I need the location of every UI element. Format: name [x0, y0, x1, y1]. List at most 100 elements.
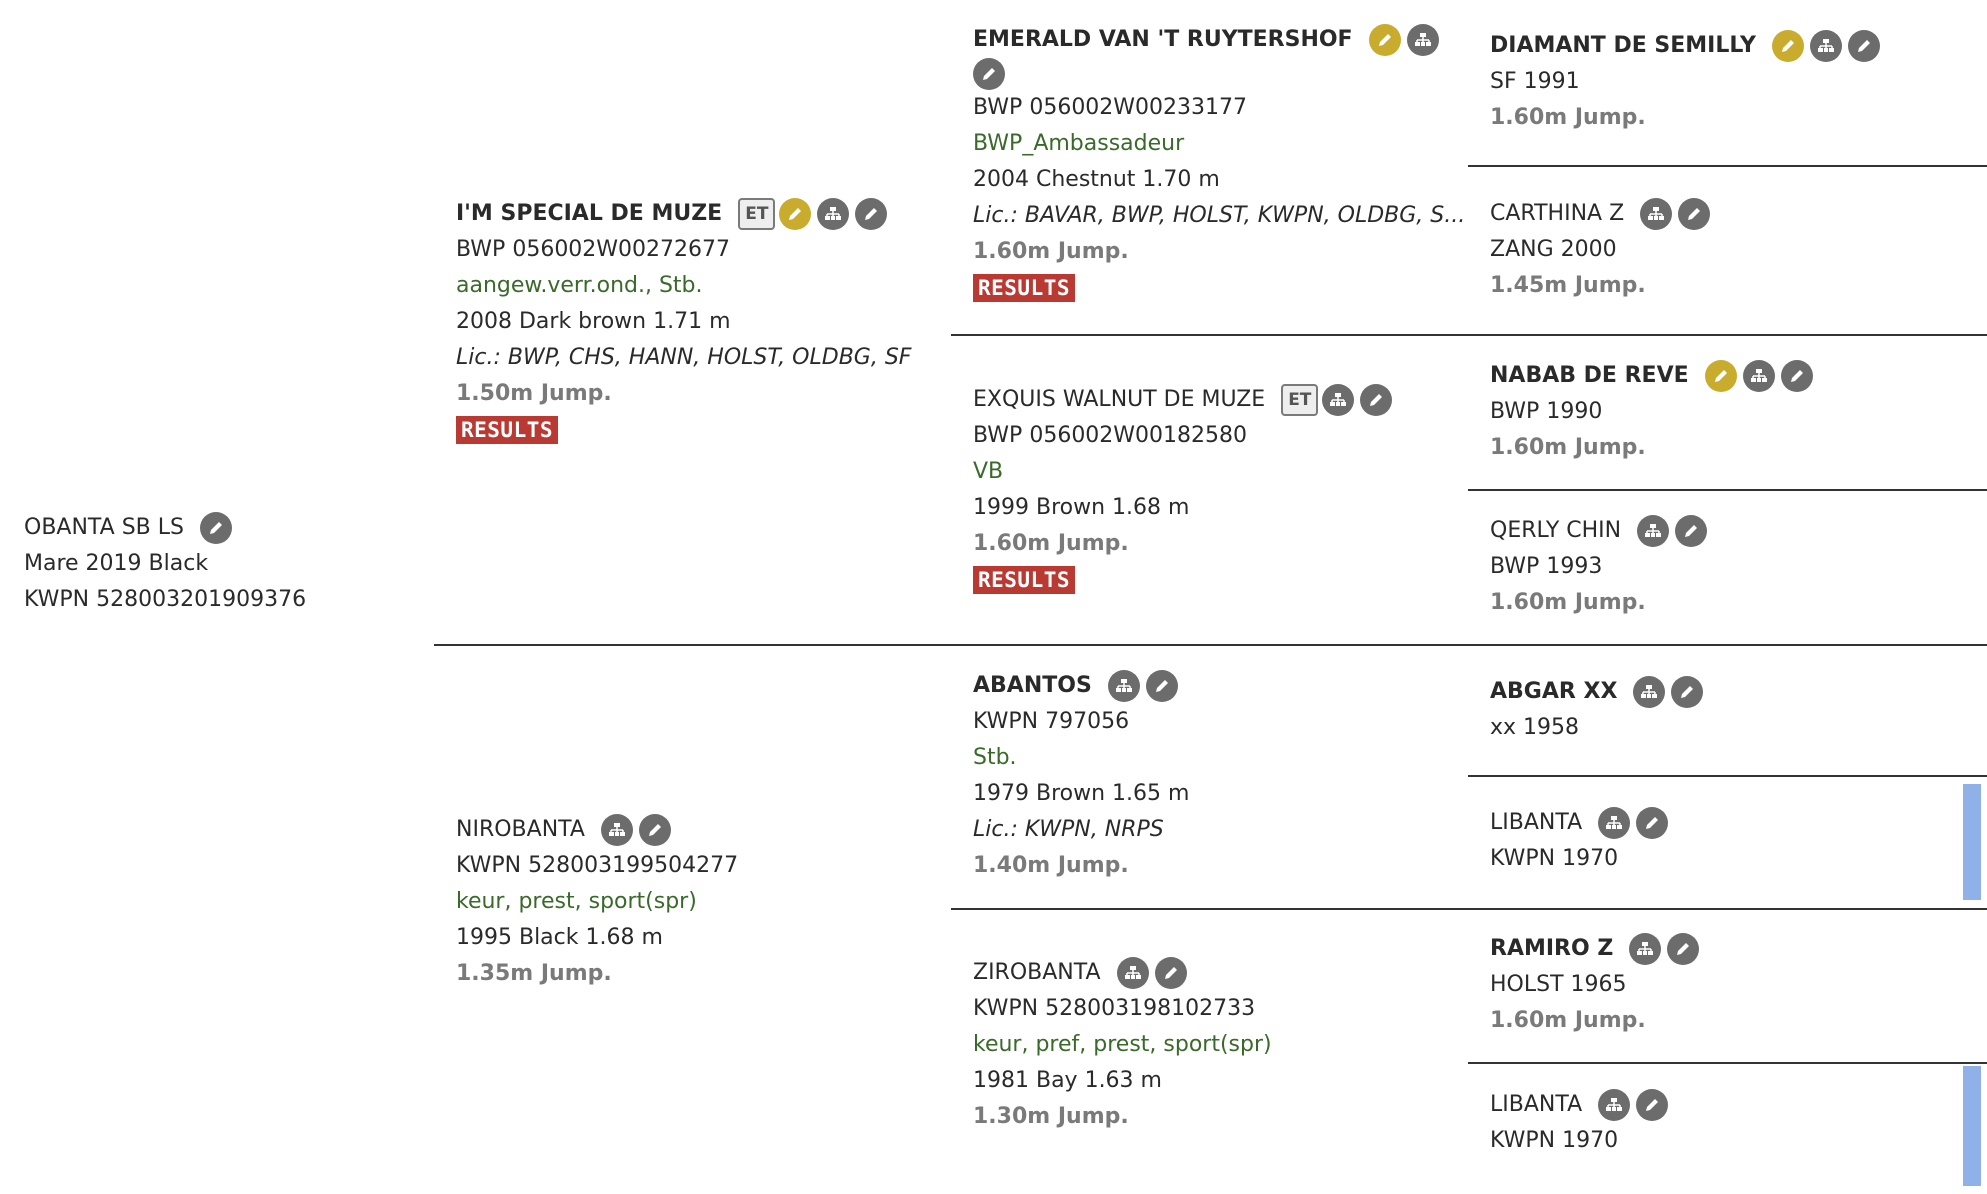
registration: KWPN 797056	[973, 709, 1130, 734]
pedigree-icon[interactable]	[1629, 933, 1662, 965]
pencil-icon[interactable]	[1145, 670, 1178, 702]
subject-horse: OBANTA SB LS Mare 2019 Black KWPN 528003…	[24, 510, 306, 618]
name-row: EXQUIS WALNUT DE MUZE ET	[973, 382, 1398, 418]
horse-name[interactable]: LIBANTA	[1490, 1092, 1583, 1117]
pencil-icon[interactable]	[1636, 807, 1669, 839]
pencil-icon[interactable]	[1847, 30, 1880, 62]
predicates: BWP_Ambassadeur	[973, 131, 1185, 156]
subject-description: Mare 2019 Black	[24, 551, 209, 576]
horse-info: HOLST 1965	[1490, 972, 1627, 997]
divider-dam-parents	[951, 908, 1987, 910]
key-icon[interactable]	[1771, 30, 1804, 62]
pedigree-icon[interactable]	[600, 814, 633, 846]
horse-info: ZANG 2000	[1490, 237, 1617, 262]
horse-name[interactable]: DIAMANT DE SEMILLY	[1490, 33, 1756, 58]
jump-level: 1.60m Jump.	[1490, 590, 1646, 615]
horse-name[interactable]: ABANTOS	[973, 673, 1092, 698]
pedigree-icon[interactable]	[1107, 670, 1140, 702]
sss-horse: DIAMANT DE SEMILLY SF 1991 1.60m Jump.	[1490, 28, 1886, 136]
pedigree-icon[interactable]	[1640, 198, 1673, 230]
pencil-icon[interactable]	[1780, 360, 1813, 392]
pencil-icon[interactable]	[638, 814, 671, 846]
horse-name[interactable]: LIBANTA	[1490, 810, 1583, 835]
divider-g3-2	[1468, 489, 1987, 491]
divider-g3-1	[1468, 165, 1987, 167]
pedigree-icon[interactable]	[1809, 30, 1842, 62]
pedigree-icon[interactable]	[1598, 1089, 1631, 1121]
predicates: keur, pref, prest, sport(spr)	[973, 1032, 1272, 1057]
pedigree-icon[interactable]	[1598, 807, 1631, 839]
pencil-icon[interactable]	[973, 58, 1005, 90]
subject-registration: KWPN 528003201909376	[24, 587, 307, 612]
horse-info: KWPN 1970	[1490, 1128, 1619, 1153]
horse-info: 1999 Brown 1.68 m	[973, 495, 1190, 520]
horse-info: 2008 Dark brown 1.71 m	[456, 309, 731, 334]
sire-dam-horse: EXQUIS WALNUT DE MUZE ET BWP 056002W0018…	[973, 382, 1398, 594]
horse-name[interactable]: EMERALD VAN 'T RUYTERSHOF	[973, 27, 1353, 52]
jump-level: 1.60m Jump.	[1490, 1008, 1646, 1033]
pedigree-icon[interactable]	[1406, 24, 1439, 56]
pencil-icon[interactable]	[1360, 384, 1393, 416]
dam-sire-horse: ABANTOS KWPN 797056 Stb. 1979 Brown 1.65…	[973, 668, 1189, 884]
registration: BWP 056002W00233177	[973, 95, 1248, 120]
horse-name[interactable]: NIROBANTA	[456, 817, 585, 842]
pencil-icon[interactable]	[1154, 957, 1187, 989]
pedigree-icon[interactable]	[1322, 384, 1355, 416]
results-button[interactable]: RESULTS	[973, 274, 1076, 302]
dsd-horse: LIBANTA KWPN 1970	[1490, 805, 1674, 877]
name-row: LIBANTA	[1490, 1087, 1674, 1123]
results-button[interactable]: RESULTS	[973, 566, 1076, 594]
key-icon[interactable]	[1368, 24, 1401, 56]
pencil-icon[interactable]	[1667, 933, 1700, 965]
et-badge: ET	[738, 198, 776, 230]
horse-name[interactable]: ABGAR XX	[1490, 679, 1618, 704]
horse-name[interactable]: CARTHINA Z	[1490, 201, 1625, 226]
predicates: Stb.	[973, 745, 1017, 770]
dss-horse: ABGAR XX xx 1958	[1490, 674, 1709, 746]
jump-level: 1.50m Jump.	[456, 381, 612, 406]
name-row: QERLY CHIN	[1490, 513, 1713, 549]
jump-level: 1.60m Jump.	[973, 531, 1129, 556]
pencil-icon[interactable]	[1636, 1089, 1669, 1121]
divider-sire-parents	[951, 334, 1987, 336]
pedigree-icon[interactable]	[1116, 957, 1149, 989]
name-row: NABAB DE REVE	[1490, 358, 1819, 394]
horse-name[interactable]: QERLY CHIN	[1490, 518, 1622, 543]
pencil-icon[interactable]	[199, 512, 232, 544]
divider-g3-4	[1468, 1062, 1987, 1064]
pedigree-icon[interactable]	[817, 198, 850, 230]
horse-info: SF 1991	[1490, 69, 1580, 94]
jump-level: 1.60m Jump.	[973, 239, 1129, 264]
name-row: ZIROBANTA	[973, 955, 1272, 991]
dam-dam-horse: ZIROBANTA KWPN 528003198102733 keur, pre…	[973, 955, 1272, 1135]
registration: KWPN 528003198102733	[973, 996, 1256, 1021]
dam-horse: NIROBANTA KWPN 528003199504277 keur, pre…	[456, 812, 738, 992]
jump-level: 1.30m Jump.	[973, 1104, 1129, 1129]
key-icon[interactable]	[779, 198, 812, 230]
name-row: ABANTOS	[973, 668, 1189, 704]
horse-name[interactable]: I'M SPECIAL DE MUZE	[456, 201, 723, 226]
jump-level: 1.35m Jump.	[456, 961, 612, 986]
horse-name[interactable]: NABAB DE REVE	[1490, 363, 1689, 388]
sire-sire-horse: EMERALD VAN 'T RUYTERSHOF BWP 056002W002…	[973, 22, 1465, 302]
pencil-icon[interactable]	[1678, 198, 1711, 230]
horse-name[interactable]: EXQUIS WALNUT DE MUZE	[973, 387, 1266, 412]
dds-horse: RAMIRO Z HOLST 1965 1.60m Jump.	[1490, 931, 1705, 1039]
results-button[interactable]: RESULTS	[456, 416, 559, 444]
pencil-icon[interactable]	[855, 198, 888, 230]
pencil-icon[interactable]	[1671, 676, 1704, 708]
pedigree-icon[interactable]	[1637, 515, 1670, 547]
jump-level: 1.60m Jump.	[1490, 435, 1646, 460]
pencil-icon[interactable]	[1675, 515, 1708, 547]
horse-name[interactable]: RAMIRO Z	[1490, 936, 1614, 961]
pedigree-icon[interactable]	[1633, 676, 1666, 708]
name-row: LIBANTA	[1490, 805, 1674, 841]
key-icon[interactable]	[1704, 360, 1737, 392]
horse-name[interactable]: ZIROBANTA	[973, 960, 1101, 985]
jump-level: 1.40m Jump.	[973, 853, 1129, 878]
horse-name[interactable]: OBANTA SB LS	[24, 515, 184, 540]
name-row-wrap	[973, 58, 1453, 90]
pedigree-icon[interactable]	[1742, 360, 1775, 392]
name-row: DIAMANT DE SEMILLY	[1490, 28, 1886, 64]
et-badge: ET	[1281, 384, 1319, 416]
